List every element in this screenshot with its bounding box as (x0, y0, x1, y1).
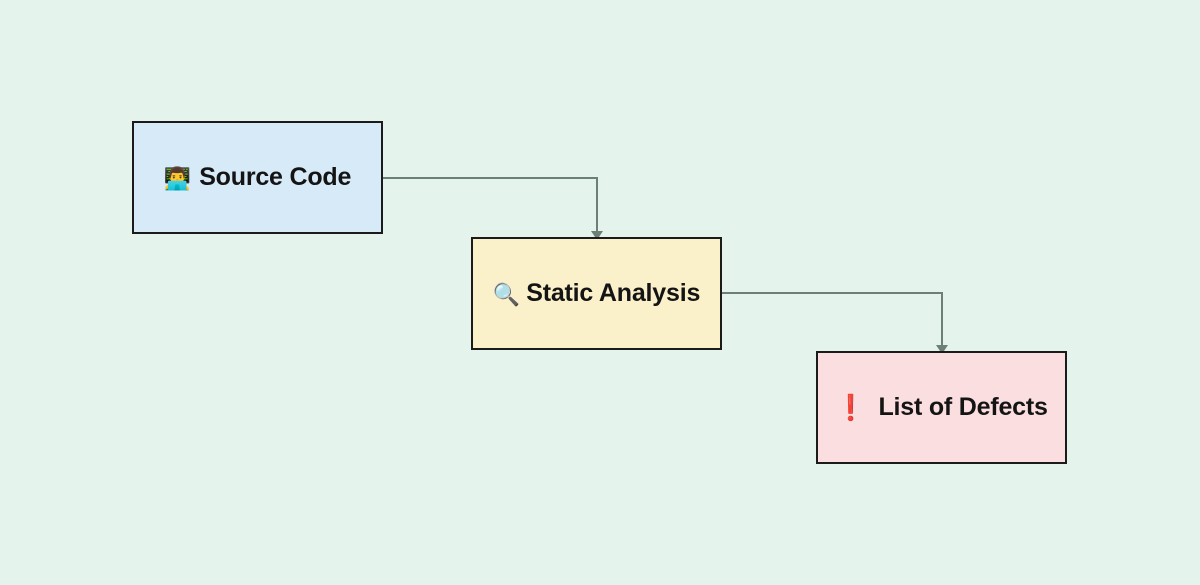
exclamation-mark-icon: ❗ (835, 394, 867, 422)
edge-path (383, 177, 598, 231)
node-content: 👨‍💻 Source Code (163, 163, 352, 191)
node-list-of-defects[interactable]: ❗ List of Defects (816, 351, 1067, 464)
node-content: ❗ List of Defects (835, 393, 1048, 422)
node-label: Source Code (199, 163, 352, 191)
edge-source-code-to-static-analysis (383, 177, 603, 240)
node-label: Static Analysis (526, 279, 701, 307)
node-content: 🔍 Static Analysis (492, 279, 701, 307)
node-static-analysis[interactable]: 🔍 Static Analysis (471, 237, 722, 350)
node-source-code[interactable]: 👨‍💻 Source Code (132, 121, 383, 234)
edge-path (722, 292, 943, 345)
edge-static-analysis-to-list-of-defects (722, 292, 948, 354)
technologist-icon: 👨‍💻 (163, 165, 192, 191)
node-label: List of Defects (878, 393, 1048, 421)
magnifying-glass-icon: 🔍 (492, 281, 521, 307)
